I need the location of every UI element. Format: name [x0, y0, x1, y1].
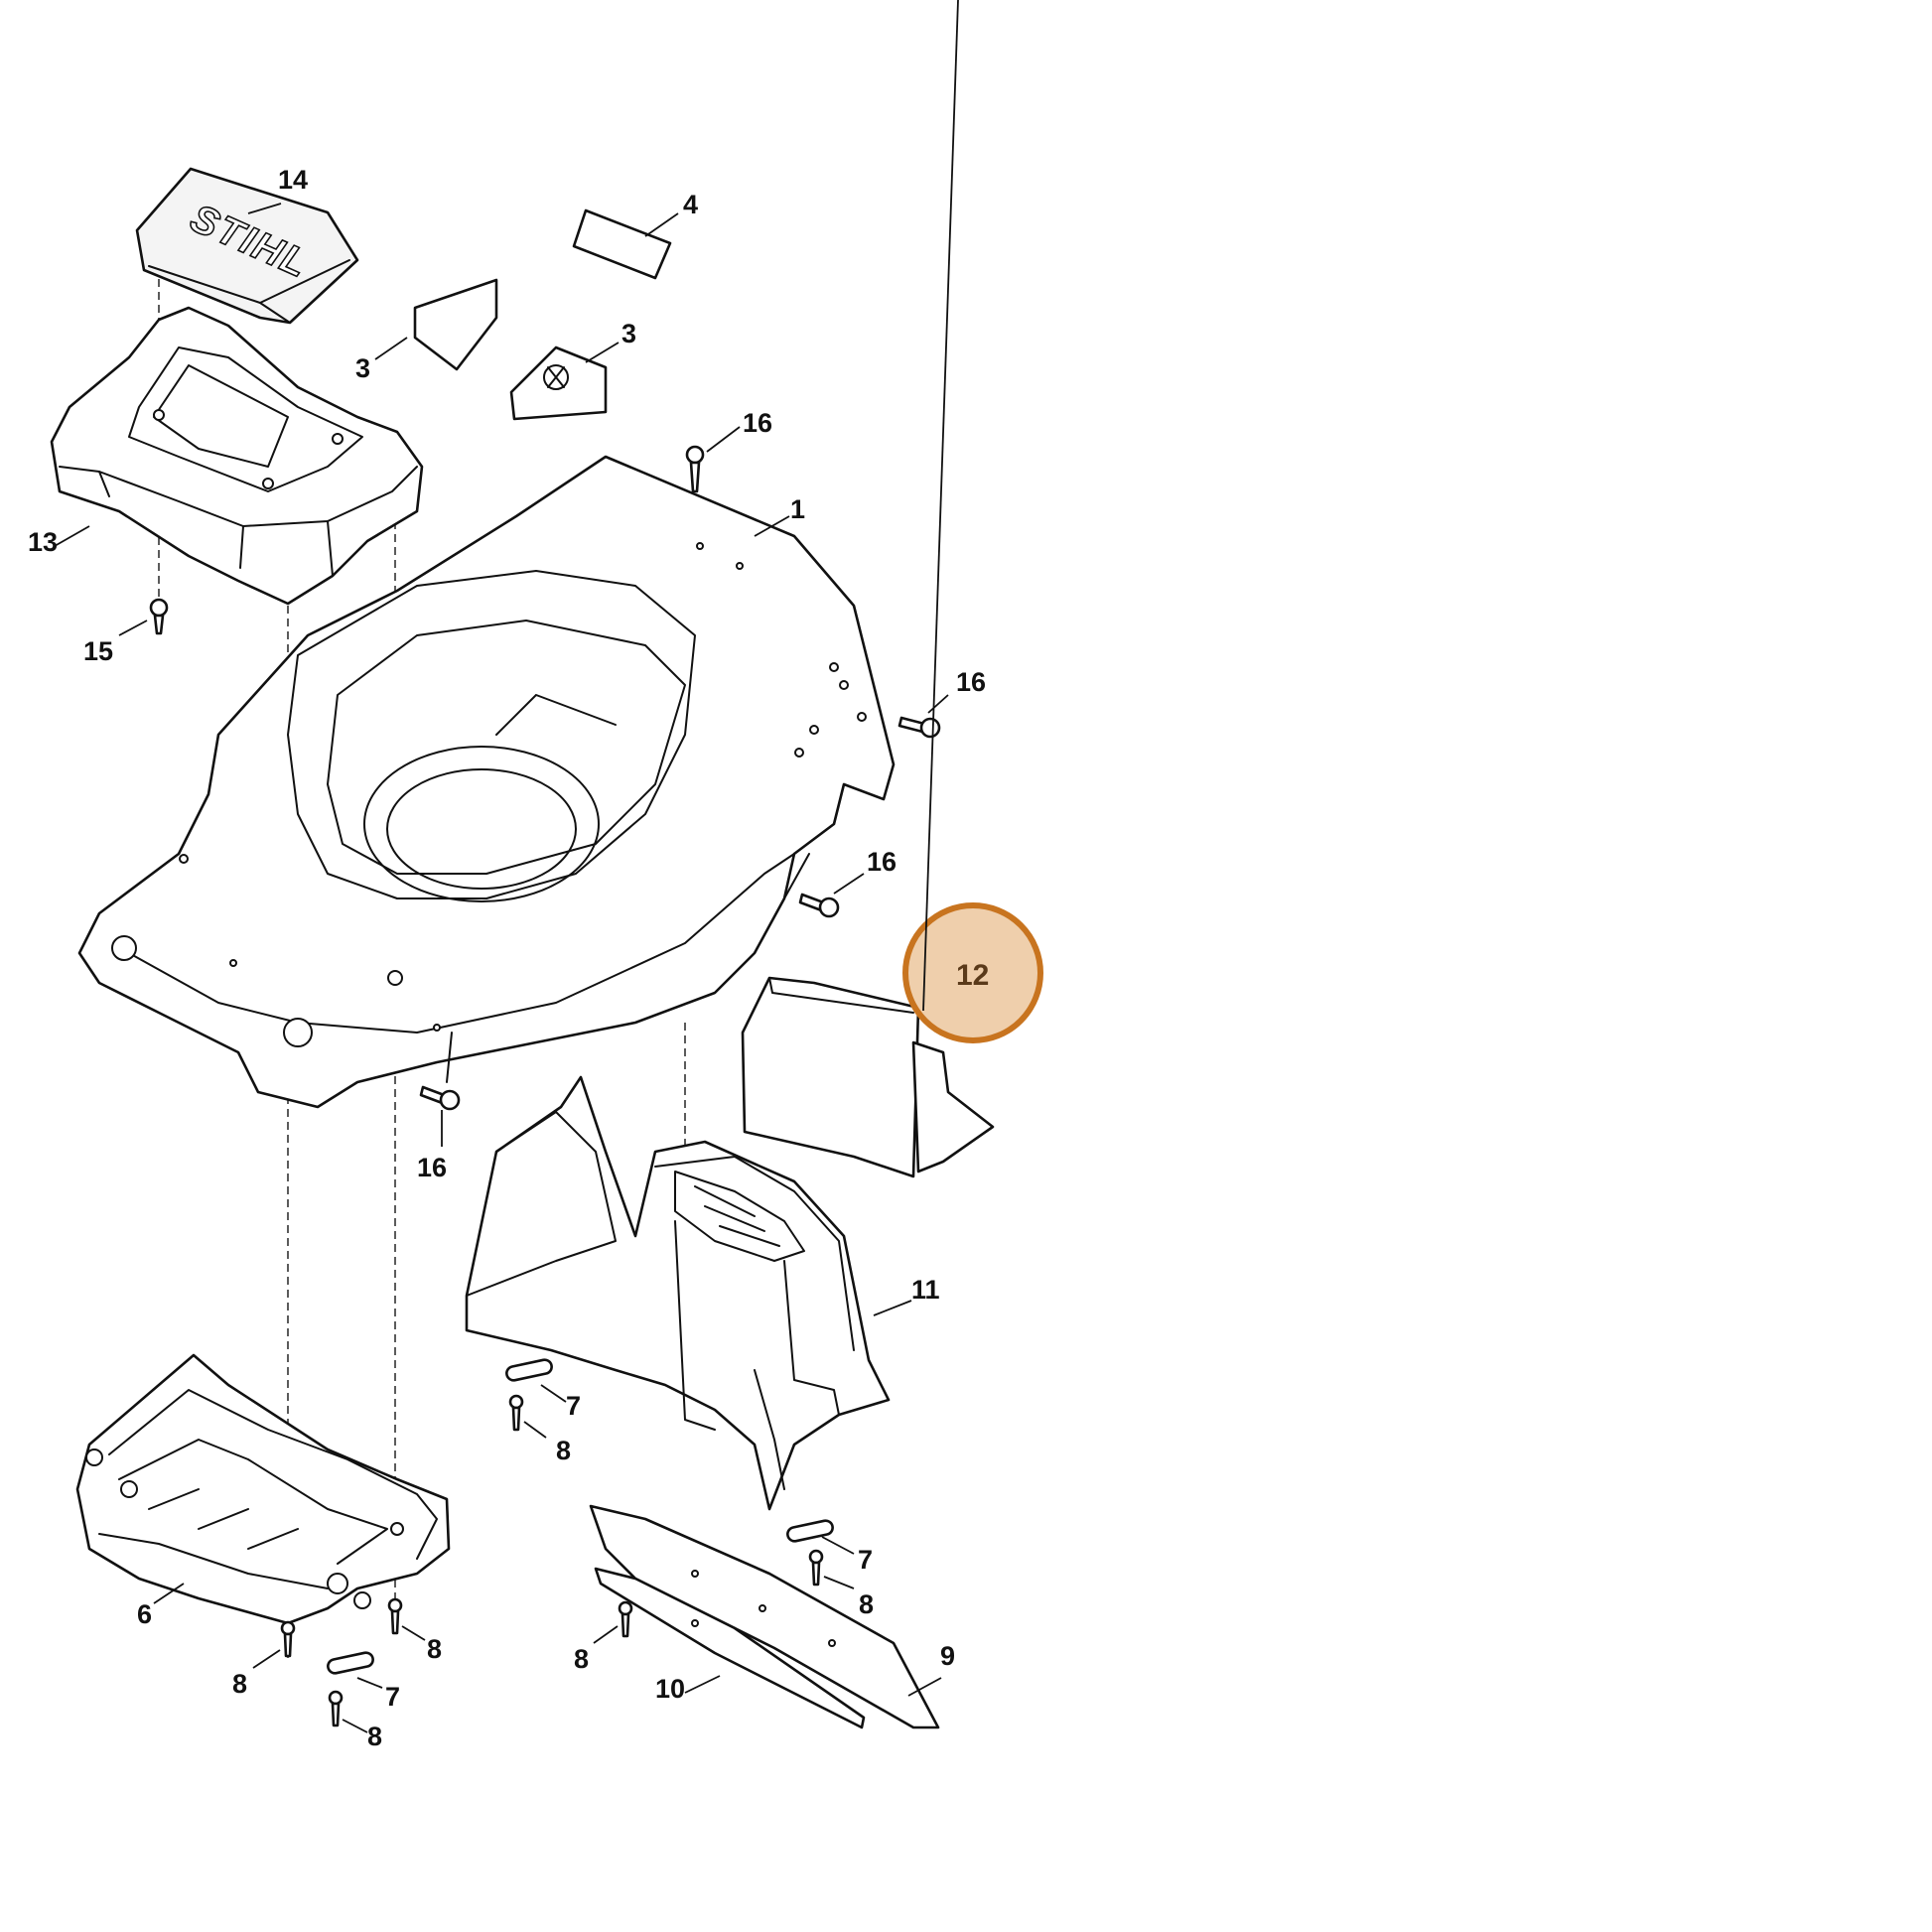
screw-15[interactable]	[149, 598, 169, 635]
callout-8-housing-bottom: 8	[367, 1722, 382, 1751]
screw-16-bottom[interactable]	[419, 1085, 461, 1111]
screw-8-chute-right[interactable]	[808, 1549, 824, 1587]
callout-8-chute-right: 8	[859, 1589, 874, 1619]
screw-8-housing-bottom[interactable]	[328, 1690, 344, 1727]
callout-14: 14	[278, 165, 308, 195]
callout-16-bottom: 16	[417, 1153, 447, 1182]
washer-7-chute-left[interactable]	[505, 1358, 553, 1382]
callout-3-left: 3	[355, 353, 370, 383]
callout-13: 13	[28, 527, 58, 557]
callout-9: 9	[940, 1641, 955, 1671]
callout-1: 1	[790, 494, 805, 524]
callout-7-chute-right: 7	[858, 1545, 873, 1575]
callout-8-housing-right: 8	[427, 1634, 442, 1664]
callout-8-chute-left: 8	[556, 1436, 571, 1465]
grass-chute-part[interactable]	[465, 1075, 891, 1511]
callout-8-housing-left: 8	[232, 1669, 247, 1699]
callout-3-right: 3	[621, 319, 636, 348]
handle-cover-part[interactable]	[50, 306, 424, 606]
callout-16-right-lower: 16	[867, 847, 897, 877]
callout-12: 12	[956, 959, 989, 992]
callout-4: 4	[683, 190, 698, 219]
callout-15: 15	[83, 636, 113, 666]
callout-leaders	[54, 203, 955, 1733]
screw-8-housing-left[interactable]	[280, 1620, 296, 1658]
rear-axle-housing-part[interactable]	[75, 1353, 451, 1625]
strip-part-10[interactable]	[594, 1567, 866, 1729]
logo-plate-part[interactable]: STIHL	[135, 167, 359, 325]
highlight-marker[interactable]: 12	[902, 0, 1043, 1043]
washer-7-housing[interactable]	[327, 1651, 374, 1675]
warning-label-right[interactable]	[509, 345, 608, 421]
callout-6: 6	[137, 1599, 152, 1629]
strip-part-9[interactable]	[589, 1504, 940, 1729]
washer-7-chute-right[interactable]	[786, 1519, 834, 1543]
mower-deck-part[interactable]	[77, 455, 896, 1109]
screw-16-top[interactable]	[685, 445, 705, 493]
screw-8-chute-left[interactable]	[508, 1394, 524, 1432]
callout-labels: 14 4 3 3 16 1 13 15 16 16 16 11 6 7 8 7 …	[28, 165, 986, 1751]
label-part-4[interactable]	[572, 208, 672, 280]
callout-16-top: 16	[743, 408, 772, 438]
screw-16-right-upper[interactable]	[897, 716, 941, 739]
flap-part[interactable]	[741, 976, 995, 1178]
warning-label-left[interactable]	[413, 278, 498, 371]
callout-8-strip: 8	[574, 1644, 589, 1674]
callout-7-housing: 7	[385, 1682, 400, 1712]
screw-8-housing-right[interactable]	[387, 1597, 403, 1635]
callout-7-chute-left: 7	[566, 1391, 581, 1421]
callout-10: 10	[655, 1674, 685, 1704]
screw-16-right-lower[interactable]	[798, 893, 840, 918]
callout-16-right-upper: 16	[956, 667, 986, 697]
screw-8-strip[interactable]	[618, 1600, 633, 1638]
callout-11: 11	[911, 1275, 940, 1305]
